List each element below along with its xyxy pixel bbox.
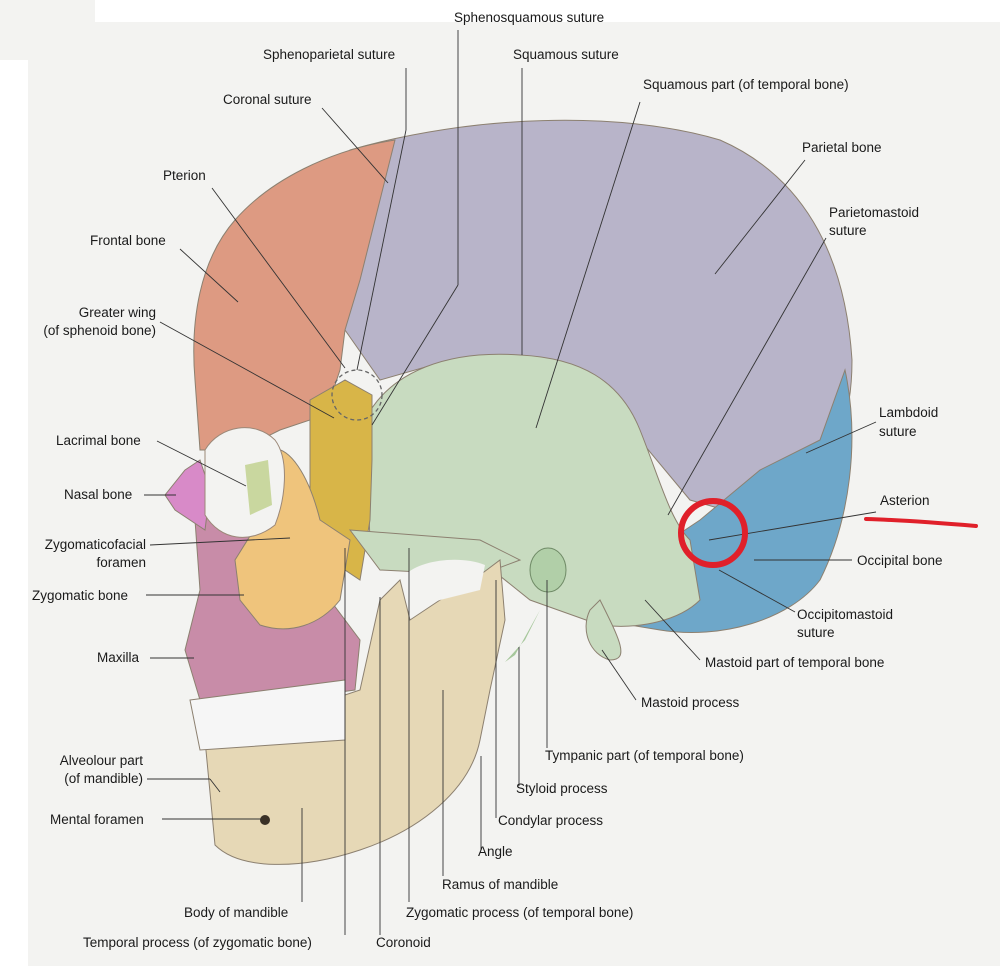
orbit-shape bbox=[204, 427, 285, 538]
label-maxilla: Maxilla bbox=[97, 650, 140, 665]
leader-occipitomastoid bbox=[718, 569, 796, 613]
leader-lacrimal bbox=[156, 440, 247, 487]
label-squamous-part: Squamous part (of temporal bone) bbox=[643, 77, 849, 92]
lacrimal-bone-shape bbox=[245, 460, 272, 515]
external-acoustic-meatus bbox=[529, 547, 567, 593]
leader-squamous-part bbox=[535, 101, 641, 429]
leader-coronal bbox=[321, 107, 389, 184]
label-parietal-bone: Parietal bone bbox=[802, 140, 882, 155]
leader-lambdoid bbox=[805, 421, 877, 454]
left-margin bbox=[0, 60, 28, 966]
label-nasal-bone: Nasal bone bbox=[64, 487, 133, 502]
leader-sphenoparietal-2 bbox=[356, 129, 407, 371]
label-condylar-process: Condylar process bbox=[498, 813, 604, 828]
label-temporal-process: Temporal process (of zygomatic bone) bbox=[83, 935, 312, 950]
pterion-dashed-circle bbox=[331, 369, 383, 421]
leader-parietal bbox=[714, 159, 806, 275]
label-lambdoid-2: suture bbox=[879, 424, 917, 439]
red-highlight-circle bbox=[678, 498, 748, 568]
label-mastoid-part: Mastoid part of temporal bone bbox=[705, 655, 885, 670]
mental-foramen-hole bbox=[260, 815, 270, 825]
label-occipital-bone: Occipital bone bbox=[857, 553, 943, 568]
label-parietomastoid-1: Parietomastoid bbox=[829, 205, 920, 220]
label-squamous-suture: Squamous suture bbox=[513, 47, 619, 62]
label-styloid-process: Styloid process bbox=[516, 781, 608, 796]
leader-zygomaticofacial bbox=[149, 537, 291, 546]
label-zygomaticofacial-1: Zygomaticofacial bbox=[44, 537, 146, 552]
label-asterion: Asterion bbox=[880, 493, 930, 508]
label-greater-wing-1: Greater wing bbox=[78, 305, 156, 320]
label-alveolar-2: (of mandible) bbox=[64, 771, 143, 786]
label-lacrimal-bone: Lacrimal bone bbox=[56, 433, 141, 448]
label-lambdoid-1: Lambdoid bbox=[879, 405, 939, 420]
label-occipitomastoid-2: suture bbox=[797, 625, 835, 640]
leader-mastoid-part bbox=[644, 599, 701, 661]
label-tympanic-part: Tympanic part (of temporal bone) bbox=[545, 748, 744, 763]
label-mastoid-process: Mastoid process bbox=[641, 695, 740, 710]
label-zygomaticofacial-2: foramen bbox=[96, 555, 146, 570]
label-angle: Angle bbox=[478, 844, 513, 859]
label-occipitomastoid-1: Occipitomastoid bbox=[797, 607, 894, 622]
notch-gap bbox=[405, 559, 485, 610]
mastoid-process-shape bbox=[585, 599, 622, 661]
label-zygomatic-process: Zygomatic process (of temporal bone) bbox=[406, 905, 634, 920]
label-pterion: Pterion bbox=[163, 168, 206, 183]
leader-parietomastoid bbox=[667, 237, 827, 516]
label-mental-foramen: Mental foramen bbox=[50, 812, 144, 827]
red-underline-stroke bbox=[864, 517, 978, 528]
label-parietomastoid-2: suture bbox=[829, 223, 867, 238]
label-sphenosquamous-suture: Sphenosquamous suture bbox=[454, 10, 605, 25]
frontal-bone-shape bbox=[193, 139, 396, 451]
top-margin bbox=[95, 0, 1000, 22]
label-ramus: Ramus of mandible bbox=[442, 877, 559, 892]
leader-lines bbox=[144, 30, 877, 935]
label-alveolar-1: Alveolour part bbox=[59, 753, 143, 768]
label-zygomatic-bone: Zygomatic bone bbox=[32, 588, 129, 603]
leader-mastoid-process bbox=[601, 649, 637, 701]
label-coronal-suture: Coronal suture bbox=[223, 92, 312, 107]
leader-greater-wing bbox=[159, 321, 335, 419]
leader-frontal bbox=[179, 248, 239, 303]
label-sphenoparietal-suture: Sphenoparietal suture bbox=[263, 47, 396, 62]
leader-pterion bbox=[211, 187, 346, 369]
label-coronoid: Coronoid bbox=[376, 935, 431, 950]
styloid-shape bbox=[505, 610, 540, 662]
label-body-of-mandible: Body of mandible bbox=[184, 905, 289, 920]
label-greater-wing-2: (of sphenoid bone) bbox=[43, 323, 156, 338]
temporal-squamous-shape bbox=[364, 353, 701, 627]
leader-asterion bbox=[708, 511, 877, 541]
leader-sphenosquamous-2 bbox=[371, 284, 459, 426]
label-frontal-bone: Frontal bone bbox=[90, 233, 166, 248]
leader-alveolar-2 bbox=[209, 778, 221, 793]
